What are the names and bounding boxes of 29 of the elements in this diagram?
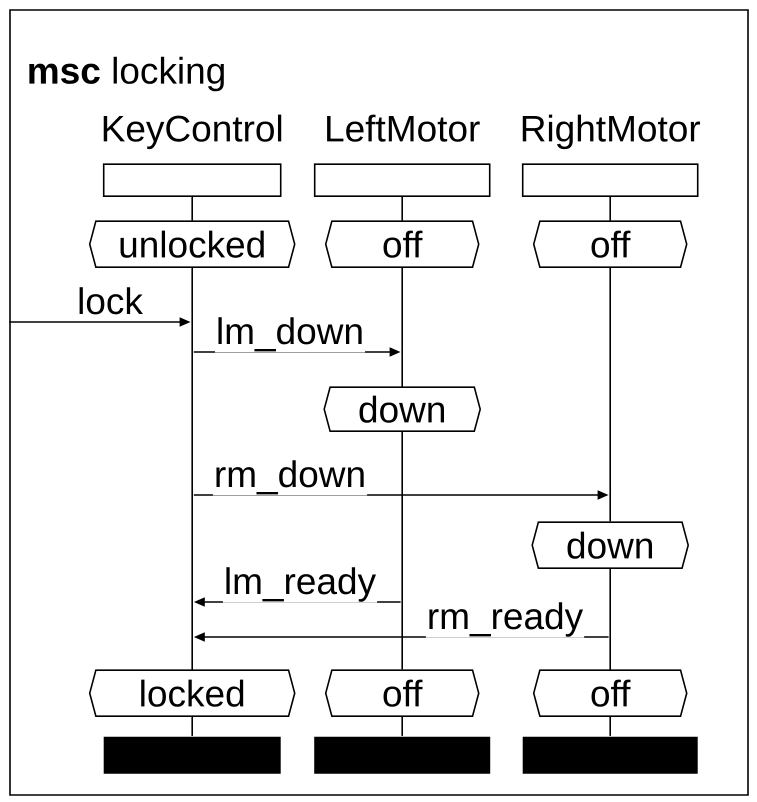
condition-hexagon: off	[532, 220, 688, 268]
instance-name: LeftMotor	[327, 114, 480, 142]
edge-label: rm_ready	[429, 602, 584, 637]
condition-hexagon: down	[323, 386, 482, 432]
edge-label: lm_down	[218, 317, 362, 352]
lifeline	[191, 717, 193, 736]
lifeline	[609, 197, 611, 220]
instance-name: RightMotor	[522, 114, 700, 150]
end-bar	[522, 736, 698, 774]
lifeline	[609, 568, 611, 670]
lifeline	[401, 431, 403, 670]
lifeline	[401, 717, 403, 736]
lifeline	[609, 717, 611, 736]
lifeline	[401, 197, 403, 220]
condition-hexagon: locked	[88, 669, 296, 717]
lifeline	[191, 197, 193, 220]
condition-hexagon: off	[324, 669, 480, 717]
edge-label: lm_ready	[226, 567, 376, 602]
diagram-title: msc locking	[29, 56, 224, 92]
condition-hexagon: off	[324, 220, 480, 268]
edge-label: lock	[80, 287, 143, 314]
edge-label: rm_down	[216, 460, 364, 494]
condition-hexagon: unlocked	[88, 220, 296, 268]
condition-hexagon: off	[532, 669, 688, 717]
end-bar	[104, 736, 281, 774]
end-bar	[314, 736, 490, 774]
instance-name: KeyControl	[104, 114, 282, 150]
diagram-frame	[9, 9, 749, 796]
condition-hexagon: down	[531, 521, 690, 569]
